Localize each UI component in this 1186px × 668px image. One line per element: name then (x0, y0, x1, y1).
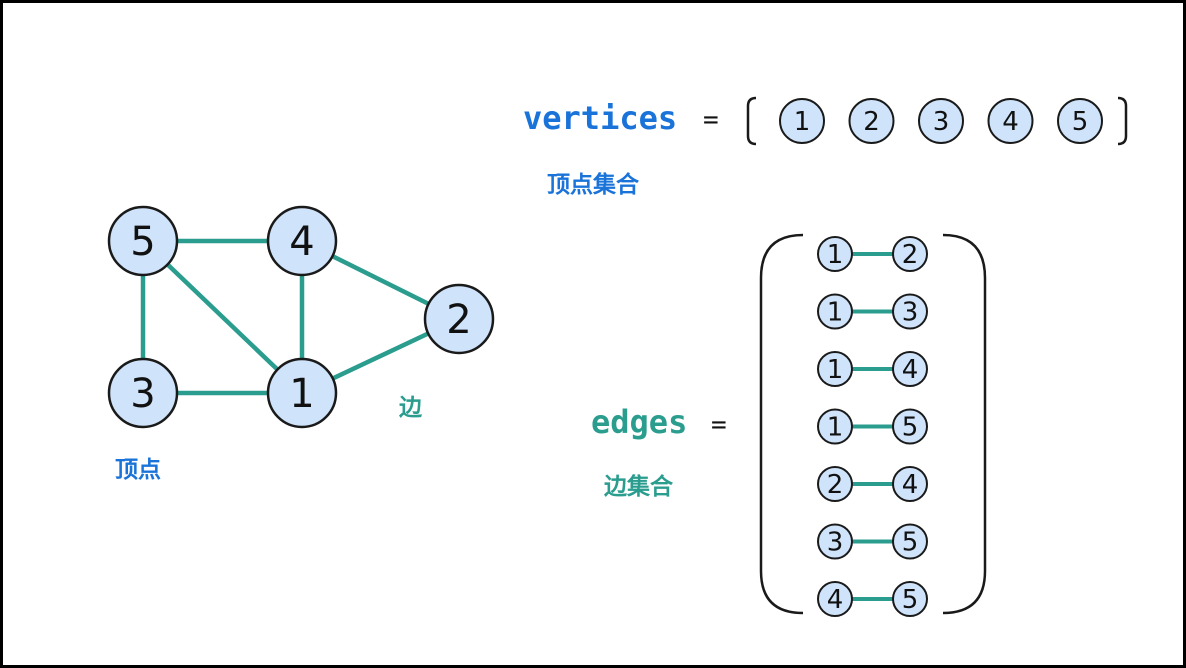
edge-set-circle (892, 581, 928, 617)
edge-set-label: 3 (827, 528, 844, 558)
vertices-right-bracket (1117, 96, 1128, 146)
edge-label: 边 (399, 395, 423, 421)
edge-set-label: 3 (902, 298, 919, 328)
edge-set-circle (817, 408, 853, 445)
graph-node-circle (107, 357, 179, 429)
vertices-left-bracket (746, 96, 757, 146)
edge-set-label: 5 (902, 585, 919, 615)
vertices-name: vertices (523, 99, 677, 137)
vertices-caption: 顶点集合 (547, 171, 640, 198)
edge-set-circle (892, 408, 928, 445)
edge-set-label: 4 (827, 585, 844, 615)
graph-edge-1-5 (141, 239, 304, 395)
vertex-set-label: 4 (1002, 107, 1019, 137)
graph-nodes: 1 2 3 4 5 (107, 205, 495, 429)
edge-set-circle (817, 466, 853, 502)
graph-node-1: 1 (266, 357, 338, 429)
edge-set-circle (892, 523, 928, 560)
edge-set-label: 1 (827, 298, 844, 328)
vertices-equals: = (703, 105, 719, 135)
vertex-set-label: 5 (1072, 107, 1089, 137)
edge-set-label: 1 (827, 413, 844, 443)
edge-set-label: 2 (827, 470, 844, 500)
graph-node-label: 2 (446, 297, 471, 343)
edge-set-circle (817, 236, 853, 272)
edge-set-circle (892, 236, 928, 272)
edges-name: edges (591, 403, 687, 441)
graph-node-label: 3 (130, 371, 155, 417)
edge-set-label: 1 (827, 240, 844, 270)
vertex-set-label: 1 (794, 107, 811, 137)
graph-node-circle (423, 283, 495, 355)
edge-set-label: 5 (902, 528, 919, 558)
vertex-set-circle (848, 98, 895, 144)
edges-right-bracket (942, 233, 987, 615)
vertex-set-items: 1 2 3 4 5 (779, 98, 1103, 144)
graph-node-label: 5 (130, 219, 155, 265)
graph-node-label: 4 (289, 219, 314, 265)
graph-node-5: 5 (107, 205, 179, 277)
vertex-set-item-2: 2 (848, 98, 895, 144)
edge-set-circle (817, 581, 853, 617)
edge-set-circle (817, 523, 853, 560)
vertex-set-circle (779, 98, 825, 144)
graph-node-4: 4 (266, 205, 338, 277)
vertex-set-circle (918, 98, 964, 144)
graph-node-3: 3 (107, 357, 179, 429)
vertex-set-label: 2 (863, 107, 880, 137)
vertex-set-circle (1057, 98, 1103, 144)
edge-set-label: 4 (902, 470, 919, 500)
edge-set-label: 4 (902, 355, 919, 385)
vertex-set-label: 3 (933, 107, 950, 137)
edge-set-label: 5 (902, 413, 919, 443)
vertex-set-item-5: 5 (1057, 98, 1103, 144)
edges-equals: = (711, 410, 727, 440)
edge-set-circle (817, 351, 853, 387)
vertex-set-item-1: 1 (779, 98, 825, 144)
edge-set-circle (892, 351, 928, 387)
graph-node-circle (266, 357, 338, 429)
vertex-set-item-4: 4 (987, 98, 1034, 144)
edge-set-label: 1 (827, 355, 844, 385)
edge-set-circle (817, 293, 853, 330)
graph-node-label: 1 (289, 371, 314, 417)
vertex-set-circle (987, 98, 1034, 144)
edges-left-bracket (759, 233, 804, 615)
edge-set-circle (892, 293, 928, 330)
vertex-label: 顶点 (115, 457, 161, 483)
graph-node-circle (107, 205, 179, 277)
graph-node-circle (266, 205, 338, 277)
graph-node-2: 2 (423, 283, 495, 355)
edge-set-circle (892, 466, 928, 502)
edges-caption: 边集合 (604, 473, 674, 500)
edge-set-label: 2 (902, 240, 919, 270)
vertex-set-item-3: 3 (918, 98, 964, 144)
